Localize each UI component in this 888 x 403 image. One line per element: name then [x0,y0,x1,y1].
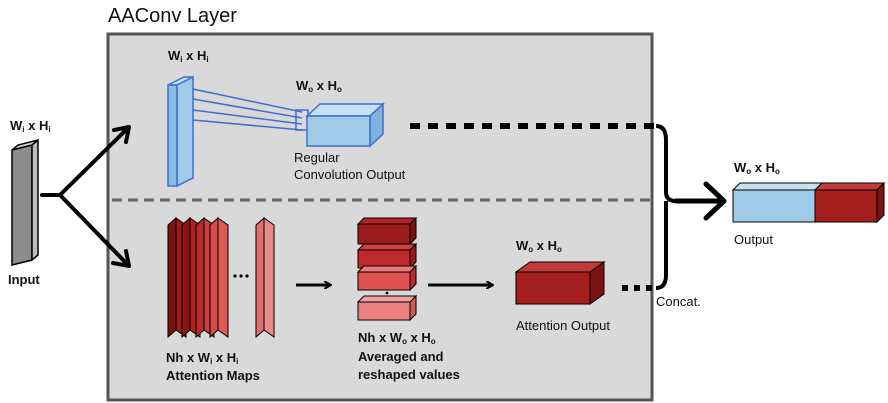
final-output-block [731,181,886,224]
values-label-2: reshaped values [358,367,460,382]
aaconv-panel [106,32,654,402]
attention-output-dims-label: Wo x Ho [516,238,562,254]
values-stack [356,216,418,322]
values-dims-label: Nh x Wo x Ho [358,330,436,346]
concat-arrow [673,181,727,221]
conv-output-label-2: Convolution Output [294,167,406,182]
values-label-1: Averaged and [358,349,444,364]
input-dims-label: Wi x Hi [10,118,51,134]
final-output-dims-label: Wo x Ho [734,160,780,176]
concat-bracket [655,124,677,290]
layer-title: AAConv Layer [108,5,237,27]
conv-output-dims-label: Wo x Ho [296,78,342,94]
conv-output-block [305,102,385,148]
split-arrows [40,125,131,268]
final-output-label: Output [734,232,774,247]
concat-label: Concat. [656,294,701,309]
conv-input-slab [167,75,194,188]
conv-output-label-1: Regular [294,150,340,165]
input-tensor [11,138,39,266]
attention-output-label: Attention Output [516,318,610,333]
attention-output-block [514,261,606,305]
attention-maps-dims-label: Nh x Wi x Hi [166,350,239,366]
attention-maps-stack [167,216,275,339]
input-label: Input [8,272,40,287]
attention-maps-label: Attention Maps [166,368,260,383]
conv-input-dims-label: Wi x Hi [168,48,209,64]
